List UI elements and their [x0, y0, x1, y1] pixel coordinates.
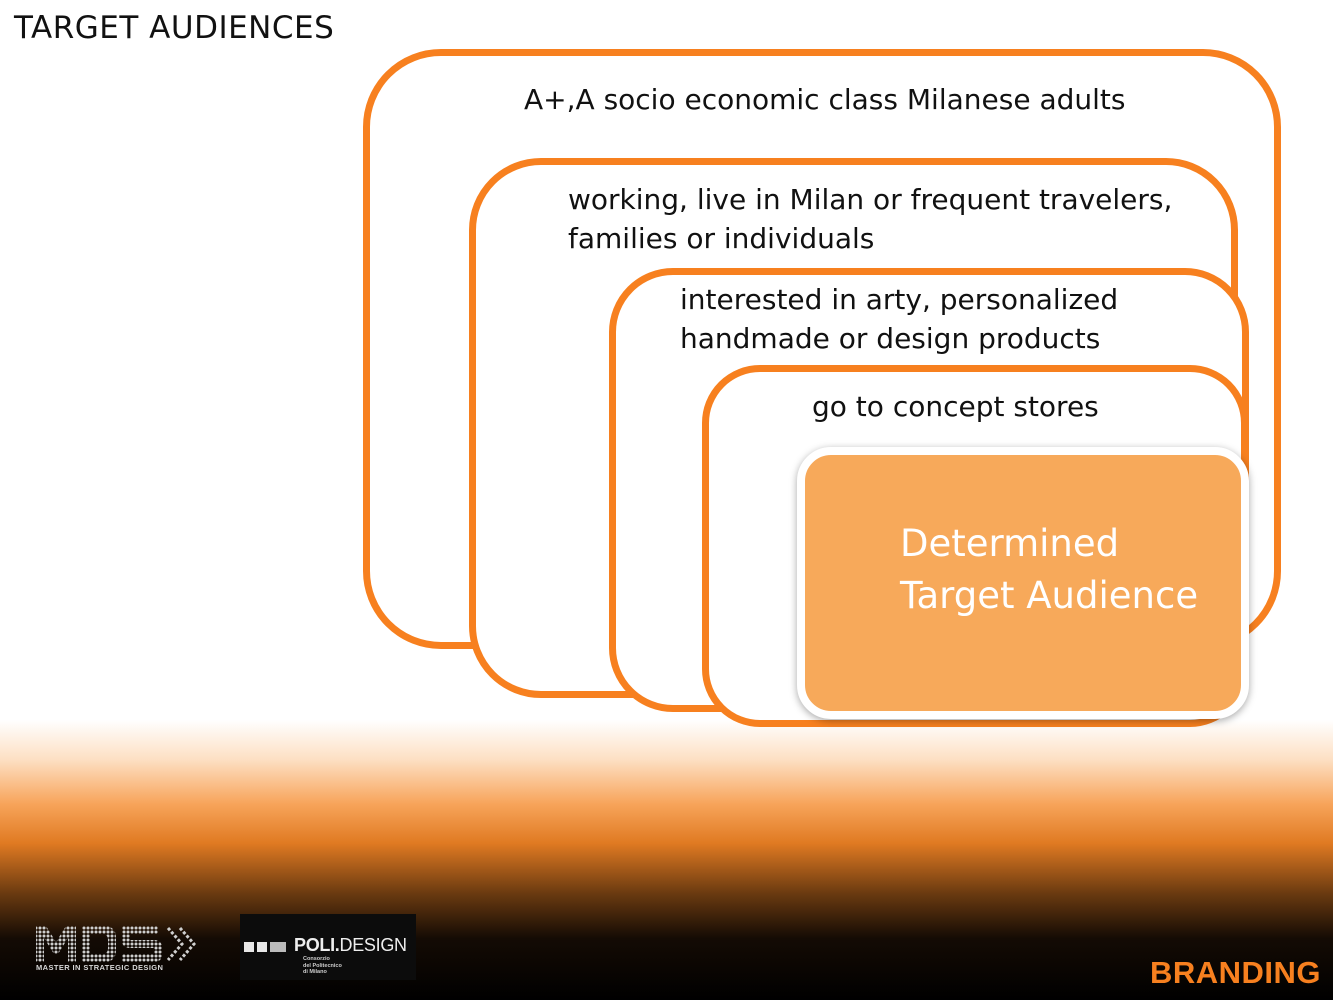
- layer-4-label: go to concept stores: [812, 390, 1099, 423]
- mds-caption: MASTER IN STRATEGIC DESIGN: [36, 963, 164, 972]
- mds-wordmark-graphic: [36, 926, 196, 962]
- polidesign-name-bold: POLI.: [294, 935, 340, 955]
- determined-target-audience-box: [797, 447, 1249, 719]
- page-title: TARGET AUDIENCES: [14, 10, 335, 46]
- layer-1-label: A+,A socio economic class Milanese adult…: [524, 83, 1126, 116]
- polidesign-name: POLI.DESIGN: [294, 935, 407, 956]
- polidesign-squares-icon: [244, 939, 289, 957]
- mds-logo: [34, 922, 209, 978]
- layer-2-label: working, live in Milan or frequent trave…: [568, 183, 1173, 255]
- footer-gradient-band: [0, 720, 1333, 1000]
- section-label-branding: BRANDING: [1149, 955, 1321, 990]
- polidesign-name-rest: DESIGN: [339, 935, 408, 955]
